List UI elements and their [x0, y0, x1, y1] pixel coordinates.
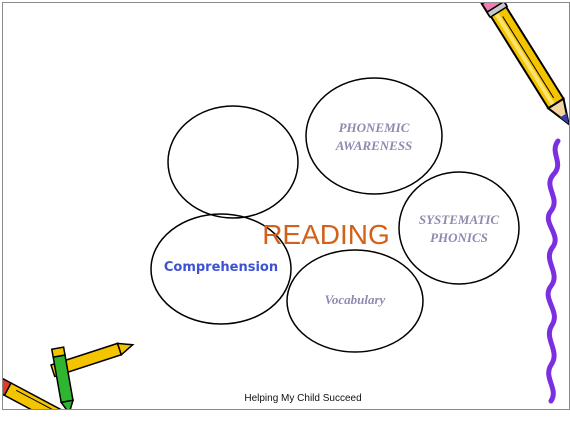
label-phonics-line1: SYSTEMATIC: [418, 212, 500, 227]
circle-phonemic: [305, 77, 443, 195]
slide: PHONEMIC AWARENESS SYSTEMATIC PHONICS RE…: [2, 2, 570, 410]
pencil-icon: [480, 3, 569, 127]
center-label: READING: [262, 219, 390, 250]
label-phonics-line2: PHONICS: [430, 230, 488, 245]
squiggle-line: [545, 138, 561, 404]
circle-vocabulary: [286, 249, 424, 353]
circle-comprehension: [150, 213, 292, 325]
label-comprehension: Comprehension: [163, 260, 279, 275]
crayons-icon: [3, 342, 135, 409]
circle-phonics: [398, 171, 520, 285]
diagram-shapes: [3, 3, 569, 409]
label-phonemic: PHONEMIC AWARENESS: [324, 119, 424, 155]
label-phonemic-line2: AWARENESS: [335, 138, 413, 153]
label-phonemic-line1: PHONEMIC: [338, 120, 410, 135]
footer-text: Helping My Child Succeed: [244, 393, 362, 404]
label-vocabulary: Vocabulary: [324, 292, 386, 307]
label-phonics: SYSTEMATIC PHONICS: [409, 211, 509, 247]
circle-empty: [167, 105, 299, 219]
